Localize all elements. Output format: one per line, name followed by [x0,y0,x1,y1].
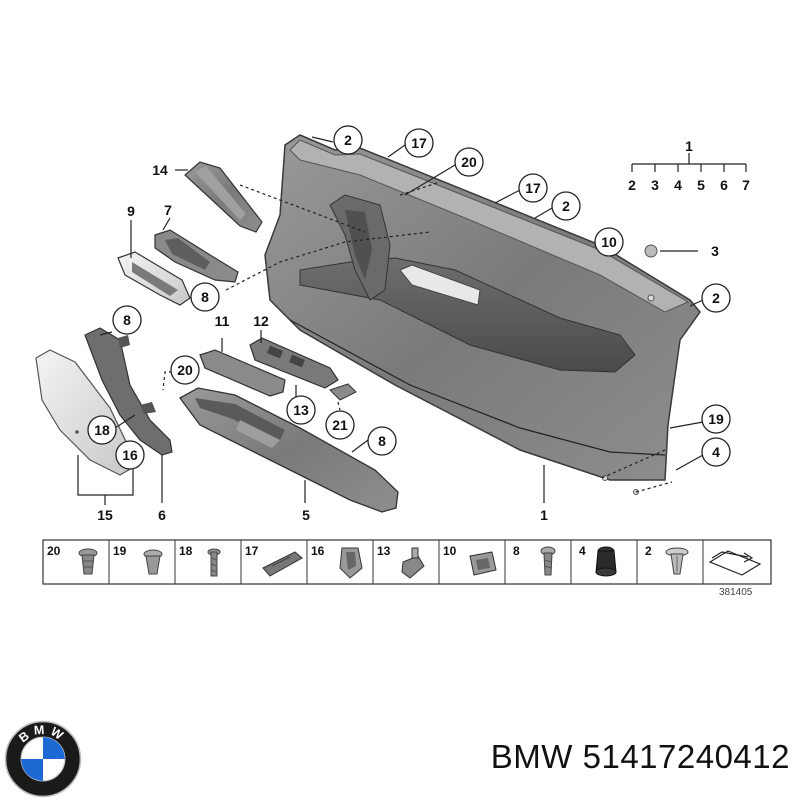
svg-text:8: 8 [201,289,209,305]
callout-5: 5 [302,507,310,523]
part-21-clip [329,383,357,401]
callout-21: 21 [325,410,355,440]
svg-text:8: 8 [378,433,386,449]
callout-20-a: 20 [454,147,484,177]
callout-1: 1 [540,507,548,523]
svg-text:17: 17 [411,135,427,151]
group-1-sub-4: 4 [674,177,682,193]
callout-20-b: 20 [170,355,200,385]
fastener-20-icon [78,548,98,575]
leader-lines [77,136,704,505]
svg-text:20: 20 [177,362,193,378]
strip-label-17: 17 [245,544,259,558]
svg-text:2: 2 [712,290,720,306]
callout-14: 14 [152,162,168,178]
callout-17-b: 17 [518,173,548,203]
callout-8-c: 8 [367,426,397,456]
fastener-10-nut-icon [469,551,497,576]
group-1-sub-7: 7 [742,177,750,193]
callout-6: 6 [158,507,166,523]
svg-text:16: 16 [122,447,138,463]
callout-7: 7 [164,202,172,218]
svg-text:8: 8 [123,312,131,328]
callout-8-a: 8 [190,282,220,312]
group-1-label: 1 [685,138,693,154]
part-6-trim-bar [84,327,173,456]
svg-text:4: 4 [712,444,720,460]
fastener-2-clip-icon [665,547,689,575]
callout-8-b: 8 [112,305,142,335]
circled-callouts: 2 17 20 17 2 10 2 19 4 8 8 20 13 21 8 18… [87,125,731,470]
callout-12: 12 [253,313,269,329]
orientation-arrow-icon [708,550,762,576]
strip-label-20: 20 [47,544,61,558]
fastener-16-clip-icon [339,547,363,579]
strip-label-19: 19 [113,544,127,558]
group-1-sub-6: 6 [720,177,728,193]
group-1-sub-5: 5 [697,177,705,193]
callout-10: 10 [594,227,624,257]
part-12-switch-block [249,337,339,389]
fastener-13-clip-icon [401,547,425,579]
callout-15: 15 [97,507,113,523]
strip-label-8: 8 [513,544,520,558]
part-5-armrest [179,387,399,513]
group-1-sub-2: 2 [628,177,636,193]
strip-label-13: 13 [377,544,391,558]
strip-label-4: 4 [579,544,586,558]
svg-text:2: 2 [344,132,352,148]
callout-17-a: 17 [404,128,434,158]
callout-2-a: 2 [333,125,363,155]
svg-text:2: 2 [562,198,570,214]
callout-16: 16 [115,440,145,470]
fasteners-strip: 20 19 18 17 16 13 10 8 4 2 [42,539,772,585]
callout-13: 13 [286,395,316,425]
svg-text:13: 13 [293,402,309,418]
group-1-sub-3: 3 [651,177,659,193]
group-1-tree: 1 2 3 4 5 6 7 [628,138,750,193]
part-7-bracket [154,229,239,283]
fastener-17-bracket-icon [262,551,303,577]
strip-label-16: 16 [311,544,325,558]
callout-2-b: 2 [551,191,581,221]
callout-9: 9 [127,203,135,219]
svg-text:19: 19 [708,411,724,427]
reference-number: 381405 [719,587,753,598]
part-11-switch-cover [199,349,286,397]
callout-4: 4 [701,437,731,467]
door-trim-panel [264,134,701,495]
svg-text:17: 17 [525,180,541,196]
svg-text:20: 20 [461,154,477,170]
callout-3: 3 [711,243,719,259]
fastener-19-icon [143,549,163,575]
part-14-cover [184,161,263,233]
svg-text:18: 18 [94,422,110,438]
svg-text:21: 21 [332,417,348,433]
callout-2-c: 2 [701,283,731,313]
part-number-title: BMW 51417240412 [490,738,790,775]
strip-label-18: 18 [179,544,193,558]
bmw-logo: BMW [4,720,82,798]
svg-text:10: 10 [601,234,617,250]
fastener-8-screw-icon [540,546,556,576]
callout-11: 11 [215,313,230,329]
callout-19: 19 [701,404,731,434]
callout-18: 18 [87,415,117,445]
fastener-18-screw-icon [207,548,221,577]
strip-label-10: 10 [443,544,457,558]
part-9-handle-shell [117,251,191,306]
fastener-4-buffer-icon [595,546,617,577]
strip-label-2: 2 [645,544,652,558]
plain-callouts: 14 9 7 3 11 12 15 6 5 1 [97,162,719,523]
